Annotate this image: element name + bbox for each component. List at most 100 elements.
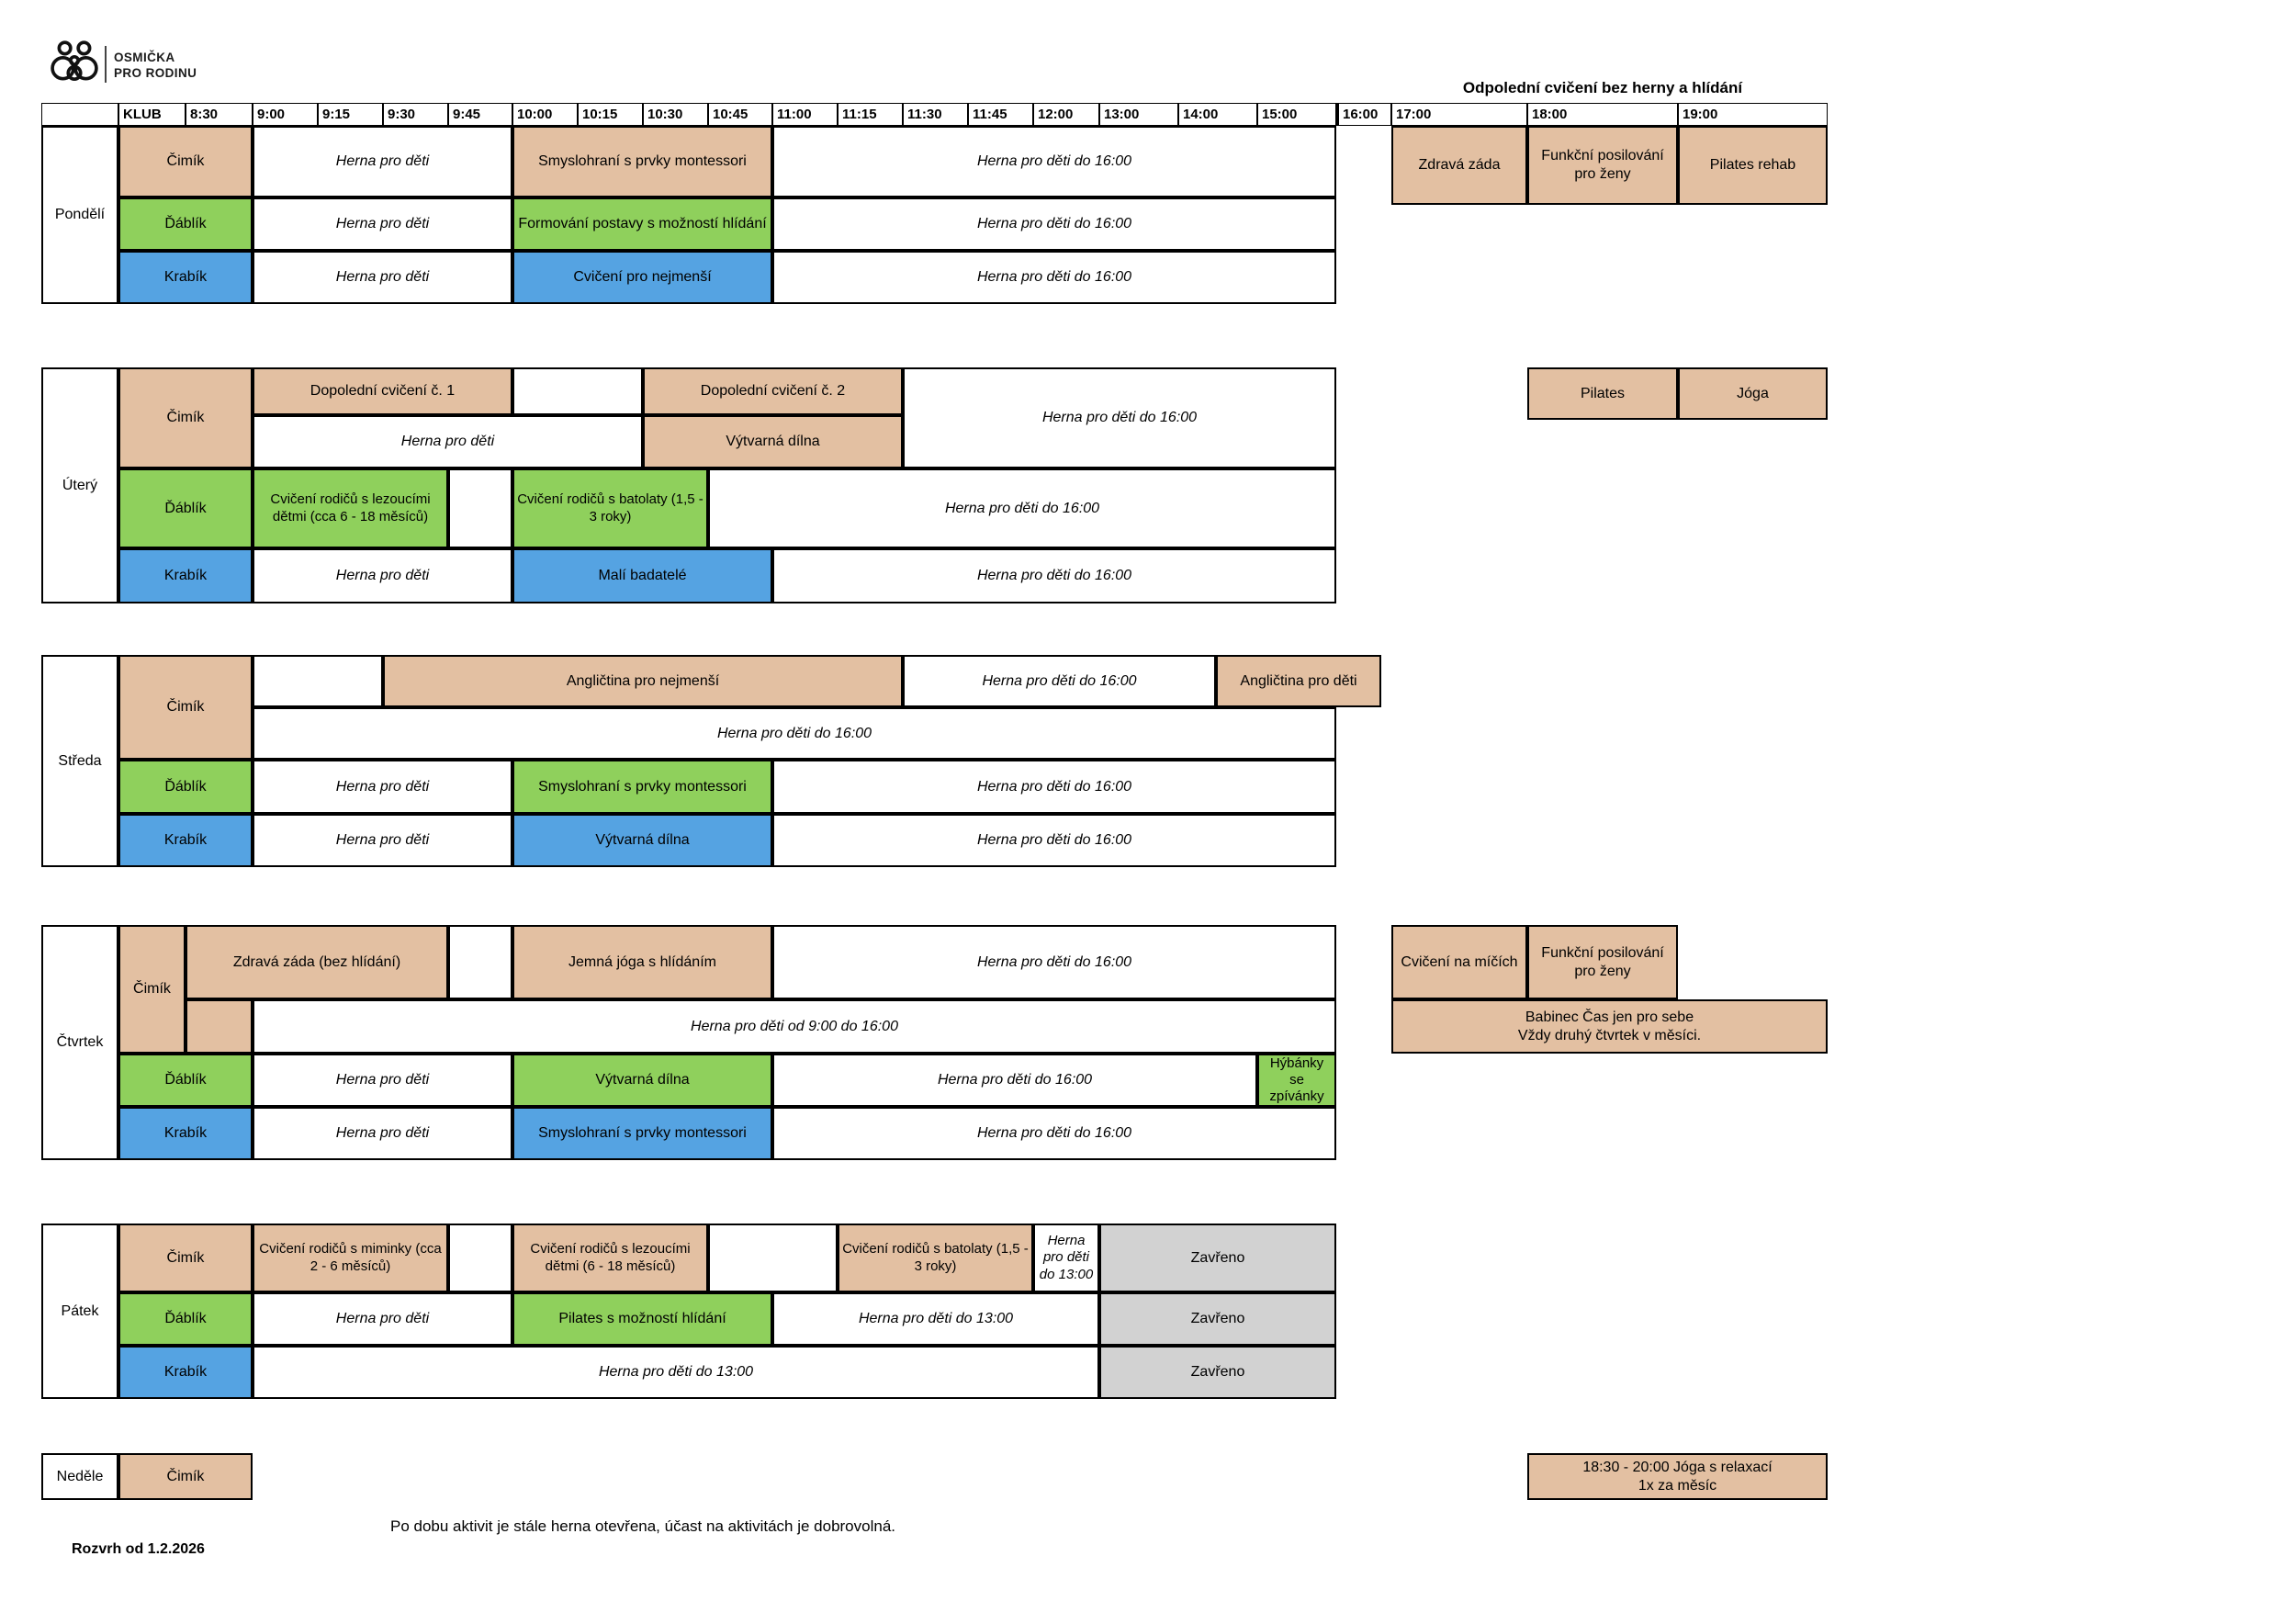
- open-note: Po dobu aktivit je stále herna otevřena,…: [390, 1517, 896, 1535]
- wednesday-cimik-herna16: Herna pro děti do 16:00: [903, 655, 1216, 707]
- friday-cimik-herna13: Herna pro děti do 13:00: [1033, 1224, 1099, 1292]
- day-label-tuesday: Úterý: [41, 367, 118, 603]
- tuesday-cimik-dopoledni2: Dopolední cvičení č. 2: [643, 367, 903, 415]
- header-time-0930: 9:30: [383, 103, 448, 126]
- monday-dablik-herna: Herna pro děti: [253, 197, 512, 251]
- tuesday-cimik-herna: Herna pro děti: [253, 415, 643, 468]
- header-time-1145: 11:45: [968, 103, 1033, 126]
- thursday-dablik-hybanky: Hýbánky se zpívánky: [1257, 1054, 1336, 1107]
- thursday-krabik-herna16: Herna pro děti do 16:00: [772, 1107, 1336, 1160]
- friday-cimik-batolata: Cvičení rodičů s batolaty (1,5 - 3 roky): [838, 1224, 1033, 1292]
- friday-cimik-miminka: Cvičení rodičů s miminky (cca 2 - 6 měsí…: [253, 1224, 448, 1292]
- family-logo-icon: [51, 40, 98, 82]
- header-time-1200: 12:00: [1033, 103, 1099, 126]
- thursday-cimik-empty: [448, 925, 512, 999]
- tuesday-krabik-badatele: Malí badatelé: [512, 548, 772, 603]
- sunday-club-cimik: Čimík: [118, 1453, 253, 1500]
- header-empty-cell: [41, 103, 118, 126]
- monday-club-dablik: Ďáblík: [118, 197, 253, 251]
- tuesday-evening-joga: Jóga: [1678, 367, 1828, 420]
- friday-club-cimik: Čimík: [118, 1224, 253, 1292]
- evening-section-title: Odpolední cvičení bez herny a hlídání: [1462, 79, 1743, 96]
- header-time-0830: 8:30: [186, 103, 253, 126]
- header-time-1700: 17:00: [1391, 103, 1527, 126]
- monday-evening-funkcni: Funkční posilování pro ženy: [1527, 126, 1678, 205]
- header-time-0900: 9:00: [253, 103, 318, 126]
- logo-line1: OSMIČKA: [114, 51, 175, 64]
- babinec-line2: Vždy druhý čtvrtek v měsíci.: [1517, 1027, 1702, 1043]
- friday-krabik-herna13: Herna pro děti do 13:00: [253, 1346, 1099, 1399]
- friday-dablik-zavreno: Zavřeno: [1099, 1292, 1336, 1346]
- wednesday-club-dablik: Ďáblík: [118, 760, 253, 814]
- header-time-1800: 18:00: [1527, 103, 1678, 126]
- friday-cimik-empty2: [708, 1224, 838, 1292]
- header-time-1045: 10:45: [708, 103, 772, 126]
- wednesday-cimik-herna16-allday: Herna pro děti do 16:00: [253, 707, 1336, 760]
- friday-dablik-herna13: Herna pro děti do 13:00: [772, 1292, 1099, 1346]
- wednesday-dablik-smyslohrani: Smyslohraní s prvky montessori: [512, 760, 772, 814]
- wednesday-krabik-herna: Herna pro děti: [253, 814, 512, 867]
- header-time-1500: 15:00: [1257, 103, 1336, 126]
- day-label-sunday: Neděle: [41, 1453, 118, 1500]
- header-time-1130: 11:30: [903, 103, 968, 126]
- thursday-babinec-box: Babinec Čas jen pro sebe Vždy druhý čtvr…: [1391, 999, 1828, 1054]
- thursday-krabik-herna: Herna pro děti: [253, 1107, 512, 1160]
- wednesday-krabik-herna16: Herna pro děti do 16:00: [772, 814, 1336, 867]
- tuesday-cimik-dopoledni1: Dopolední cvičení č. 1: [253, 367, 512, 415]
- tuesday-dablik-herna16: Herna pro děti do 16:00: [708, 468, 1336, 548]
- header-time-1600: 16:00: [1336, 103, 1391, 126]
- wednesday-club-cimik: Čimík: [118, 655, 253, 760]
- thursday-cimik-jemna-joga: Jemná jóga s hlídáním: [512, 925, 772, 999]
- header-time-1100: 11:00: [772, 103, 838, 126]
- header-klub-label: KLUB: [118, 103, 186, 126]
- thursday-cimik-zdrava-zada: Zdravá záda (bez hlídání): [186, 925, 448, 999]
- header-time-0915: 9:15: [318, 103, 383, 126]
- wednesday-cimik-anglictina-deti: Angličtina pro děti: [1216, 655, 1381, 707]
- tuesday-dablik-batolata: Cvičení rodičů s batolaty (1,5 - 3 roky): [512, 468, 708, 548]
- monday-dablik-herna16: Herna pro děti do 16:00: [772, 197, 1336, 251]
- wednesday-dablik-herna16: Herna pro děti do 16:00: [772, 760, 1336, 814]
- day-label-monday: Pondělí: [41, 126, 118, 304]
- header-time-1300: 13:00: [1099, 103, 1178, 126]
- thursday-cimik-herna16: Herna pro děti do 16:00: [772, 925, 1336, 999]
- thursday-club-cimik: Čimík: [118, 925, 186, 1054]
- monday-evening-pilates-rehab: Pilates rehab: [1678, 126, 1828, 205]
- thursday-club-dablik: Ďáblík: [118, 1054, 253, 1107]
- header-time-1400: 14:00: [1178, 103, 1257, 126]
- thursday-dablik-vytvarna: Výtvarná dílna: [512, 1054, 772, 1107]
- thursday-cimik-filler: [186, 999, 253, 1054]
- wednesday-club-krabik: Krabík: [118, 814, 253, 867]
- monday-cimik-herna: Herna pro děti: [253, 126, 512, 197]
- header-time-1115: 11:15: [838, 103, 903, 126]
- thursday-evening-mice: Cvičení na míčích: [1391, 925, 1527, 999]
- day-label-friday: Pátek: [41, 1224, 118, 1399]
- friday-krabik-zavreno: Zavřeno: [1099, 1346, 1336, 1399]
- wednesday-dablik-herna: Herna pro děti: [253, 760, 512, 814]
- friday-dablik-pilates: Pilates s možností hlídání: [512, 1292, 772, 1346]
- babinec-line1: Babinec Čas jen pro sebe: [1525, 1009, 1694, 1025]
- friday-dablik-herna: Herna pro děti: [253, 1292, 512, 1346]
- tuesday-evening-pilates: Pilates: [1527, 367, 1678, 420]
- tuesday-dablik-empty: [448, 468, 512, 548]
- monday-cimik-activity: Smyslohraní s prvky montessori: [512, 126, 772, 197]
- monday-club-krabik: Krabík: [118, 251, 253, 304]
- monday-krabik-herna: Herna pro děti: [253, 251, 512, 304]
- header-time-1015: 10:15: [578, 103, 643, 126]
- day-label-thursday: Čtvrtek: [41, 925, 118, 1160]
- logo-wordmark: OSMIČKA PRO RODINU: [114, 51, 197, 82]
- friday-cimik-zavreno: Zavřeno: [1099, 1224, 1336, 1292]
- tuesday-krabik-herna: Herna pro děti: [253, 548, 512, 603]
- wednesday-krabik-vytvarna: Výtvarná dílna: [512, 814, 772, 867]
- header-time-1900: 19:00: [1678, 103, 1828, 126]
- tuesday-cimik-herna16: Herna pro děti do 16:00: [903, 367, 1336, 468]
- tuesday-club-cimik: Čimík: [118, 367, 253, 468]
- thursday-dablik-herna: Herna pro děti: [253, 1054, 512, 1107]
- sunday-evening-joga-box: 18:30 - 20:00 Jóga s relaxací 1x za měsí…: [1527, 1453, 1828, 1500]
- monday-dablik-activity: Formování postavy s možností hlídání: [512, 197, 772, 251]
- monday-cimik-herna16: Herna pro děti do 16:00: [772, 126, 1336, 197]
- tuesday-cimik-vytvarna: Výtvarná dílna: [643, 415, 903, 468]
- tuesday-krabik-herna16: Herna pro děti do 16:00: [772, 548, 1336, 603]
- friday-club-dablik: Ďáblík: [118, 1292, 253, 1346]
- tuesday-club-krabik: Krabík: [118, 548, 253, 603]
